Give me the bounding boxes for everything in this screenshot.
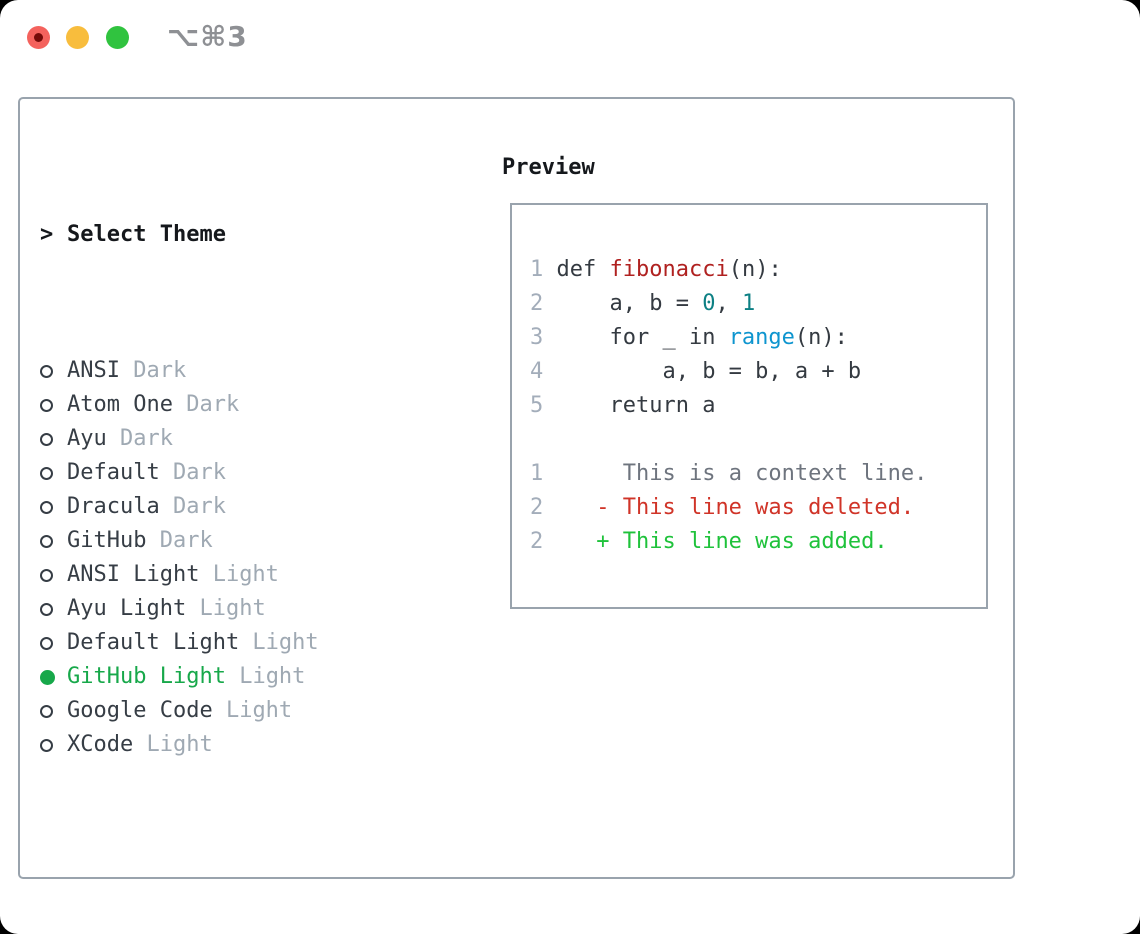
radio-icon bbox=[40, 466, 53, 480]
code-segment: a, b = b, a + b bbox=[543, 359, 862, 384]
theme-option-github-light[interactable]: GitHub Light Light bbox=[40, 660, 411, 694]
close-dot-icon bbox=[34, 33, 43, 42]
blank-line bbox=[530, 423, 986, 457]
code-segment: , bbox=[715, 291, 742, 316]
code-segment: 1 bbox=[741, 291, 756, 316]
theme-option-github[interactable]: GitHub Dark bbox=[40, 524, 411, 558]
radio-icon bbox=[40, 500, 53, 514]
preview-title: Preview bbox=[502, 154, 595, 180]
option-label: ANSI Light bbox=[67, 562, 200, 587]
code-segment: a, b = bbox=[543, 291, 703, 316]
code-segment: for _ in bbox=[543, 325, 729, 350]
theme-option-atom-one[interactable]: Atom One Dark bbox=[40, 388, 411, 422]
code-segment: 0 bbox=[702, 291, 716, 316]
diff-context-line: 1 This is a context line. bbox=[530, 457, 986, 491]
option-variant-tag: Dark bbox=[159, 494, 226, 519]
option-variant-tag: Light bbox=[133, 732, 213, 757]
option-label: XCode bbox=[67, 732, 134, 757]
option-label: Ayu Light bbox=[67, 596, 187, 621]
theme-option-default[interactable]: Default Dark bbox=[40, 456, 411, 490]
diff-added-line: 2 + This line was added. bbox=[530, 525, 986, 559]
code-line: 1 def fibonacci(n): bbox=[530, 253, 986, 287]
code-segment: (n): bbox=[728, 257, 782, 282]
theme-option-ayu[interactable]: Ayu Dark bbox=[40, 422, 411, 456]
option-label: Dracula bbox=[67, 494, 160, 519]
option-label: Default bbox=[67, 460, 160, 485]
radio-icon bbox=[40, 364, 53, 378]
option-label: GitHub Light bbox=[67, 664, 226, 689]
theme-option-google-code[interactable]: Google Code Light bbox=[40, 694, 411, 728]
prompt-caret-icon: > bbox=[40, 222, 54, 247]
option-label: Google Code bbox=[67, 698, 213, 723]
theme-option-ayu-light[interactable]: Ayu Light Light bbox=[40, 592, 411, 626]
theme-option-ansi[interactable]: ANSI Dark bbox=[40, 354, 411, 388]
code-segment: - This line was deleted. bbox=[596, 495, 915, 520]
zoom-button[interactable] bbox=[106, 26, 129, 49]
option-variant-tag: Light bbox=[225, 664, 306, 689]
option-label: Default Light bbox=[67, 630, 240, 655]
code-segment: def bbox=[543, 257, 610, 282]
option-label: Ayu bbox=[67, 426, 107, 451]
code-line: 5 return a bbox=[530, 389, 986, 423]
window-title-shortcut: ⌥⌘3 bbox=[167, 20, 248, 53]
spacer bbox=[40, 864, 411, 898]
option-label: ANSI bbox=[67, 358, 120, 383]
radio-icon bbox=[40, 432, 53, 446]
code-segment bbox=[543, 495, 596, 520]
code-segment: 2 bbox=[530, 495, 544, 520]
code-line: 2 a, b = 0, 1 bbox=[530, 287, 986, 321]
radio-icon bbox=[40, 534, 53, 548]
theme-option-xcode[interactable]: XCode Light bbox=[40, 728, 411, 762]
code-segment: + This line was added. bbox=[596, 529, 888, 554]
code-segment: return a bbox=[543, 393, 716, 418]
option-variant-tag: Light bbox=[212, 698, 293, 723]
theme-option-dracula[interactable]: Dracula Dark bbox=[40, 490, 411, 524]
option-variant-tag: Light bbox=[186, 596, 266, 621]
code-segment bbox=[543, 529, 596, 554]
theme-option-ansi-light[interactable]: ANSI Light Light bbox=[40, 558, 411, 592]
code-segment bbox=[543, 461, 622, 486]
radio-icon bbox=[40, 602, 53, 616]
code-segment: 2 bbox=[530, 291, 544, 316]
code-segment: 2 bbox=[530, 529, 544, 554]
radio-icon bbox=[40, 636, 53, 650]
diff-deleted-line: 2 - This line was deleted. bbox=[530, 491, 986, 525]
code-segment: 4 bbox=[530, 359, 544, 384]
radio-icon bbox=[40, 568, 53, 582]
blank-line bbox=[530, 219, 986, 253]
radio-icon bbox=[40, 738, 53, 752]
select-theme-header: > Select Theme bbox=[40, 218, 411, 252]
titlebar: ⌥⌘3 bbox=[0, 0, 1140, 75]
code-segment: 5 bbox=[530, 393, 544, 418]
code-segment: 3 bbox=[530, 325, 544, 350]
code-line: 3 for _ in range(n): bbox=[530, 321, 986, 355]
option-variant-tag: Dark bbox=[172, 392, 240, 417]
code-line: 4 a, b = b, a + b bbox=[530, 355, 986, 389]
radio-selected-icon bbox=[40, 669, 55, 685]
option-variant-tag: Dark bbox=[119, 358, 187, 383]
code-segment: 1 bbox=[530, 257, 544, 282]
code-segment: (n): bbox=[794, 325, 848, 350]
option-variant-tag: Dark bbox=[159, 460, 226, 485]
option-variant-tag: Dark bbox=[106, 426, 173, 451]
minimize-button[interactable] bbox=[66, 26, 89, 49]
select-theme-title: Select Theme bbox=[67, 222, 226, 247]
code-segment: fibonacci bbox=[609, 257, 729, 282]
option-variant-tag: Dark bbox=[146, 528, 213, 553]
close-button[interactable] bbox=[27, 26, 50, 49]
radio-icon bbox=[40, 704, 53, 718]
option-label: Atom One bbox=[67, 392, 173, 417]
code-segment: range bbox=[728, 325, 795, 350]
code-segment: 1 bbox=[530, 461, 544, 486]
option-variant-tag: Light bbox=[199, 562, 279, 587]
radio-icon bbox=[40, 398, 53, 412]
code-segment: This is a context line. bbox=[622, 461, 928, 486]
option-variant-tag: Light bbox=[239, 630, 319, 655]
option-label: GitHub bbox=[67, 528, 147, 553]
theme-option-default-light[interactable]: Default Light Light bbox=[40, 626, 411, 660]
